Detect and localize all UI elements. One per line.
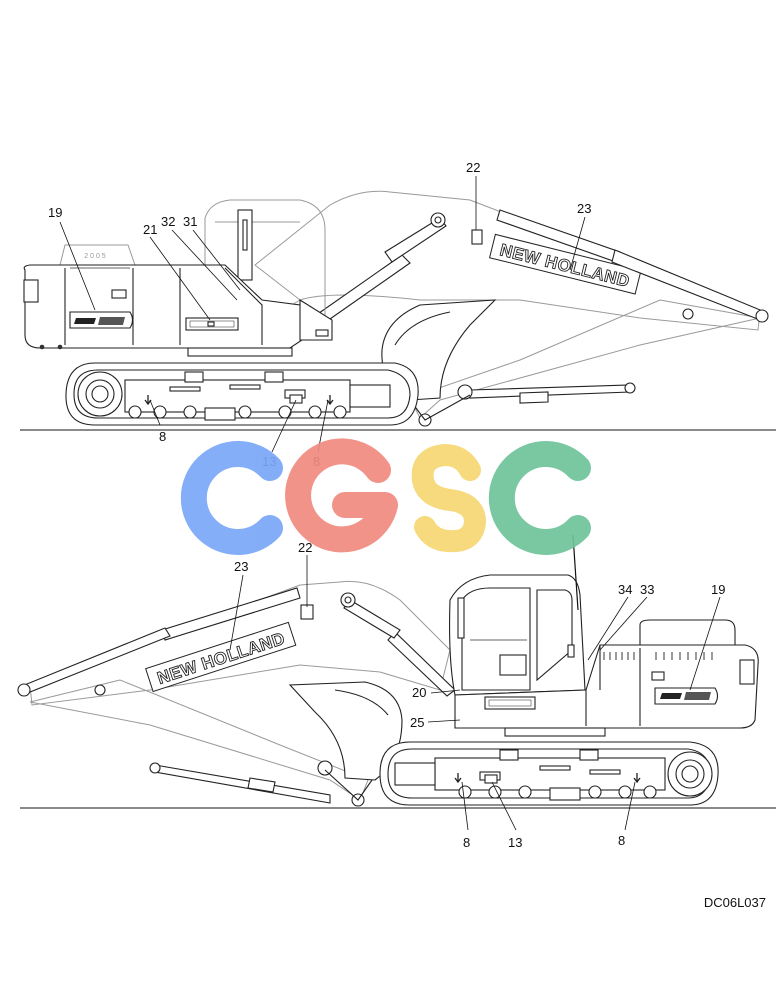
upper-arm	[409, 299, 761, 419]
upper-model-badge	[69, 311, 134, 329]
lower-callout-33: 33	[640, 582, 654, 597]
upper-callout-19: 19	[48, 205, 62, 220]
lower-callout-22: 22	[298, 540, 312, 555]
upper-callout-31: 31	[183, 214, 197, 229]
upper-callout-23: 23	[577, 201, 591, 216]
watermark-letter-c2	[488, 441, 591, 555]
lower-callout-13: 13	[508, 835, 522, 850]
lower-callout-23: 23	[234, 559, 248, 574]
upper-callout-8a: 8	[159, 429, 166, 444]
lower-model-badge	[654, 687, 719, 705]
lower-cab	[449, 574, 586, 696]
lower-callout-8b: 8	[618, 833, 625, 848]
watermark-letter-c1	[180, 441, 283, 555]
lower-vents	[603, 652, 713, 660]
watermark-letter-s	[411, 443, 487, 553]
lower-boom-cylinder	[387, 631, 456, 697]
lower-leader-lines	[229, 555, 721, 831]
upper-boom	[254, 190, 761, 331]
upper-callout-22: 22	[466, 160, 480, 175]
upper-cab	[204, 199, 326, 336]
lower-callout-8a: 8	[463, 835, 470, 850]
drawing-code: DC06L037	[703, 895, 766, 910]
lower-boom	[29, 580, 451, 706]
upper-track-rollers	[128, 405, 347, 421]
lower-arm	[29, 679, 369, 801]
upper-callout-32: 32	[161, 214, 175, 229]
upper-excavator-view: NEW HOLLAND	[20, 160, 776, 469]
upper-house	[23, 264, 303, 349]
lower-boom-decal-text: NEW HOLLAND	[155, 629, 287, 688]
watermark-letter-g	[285, 438, 398, 553]
upper-callout-21: 21	[143, 222, 157, 237]
lower-callout-19: 19	[711, 582, 725, 597]
lower-callout-20: 20	[412, 685, 426, 700]
upper-boom-cylinder	[311, 254, 411, 327]
lower-excavator-view: NEW HOLLAND	[17, 534, 776, 850]
lower-track-rollers	[458, 785, 657, 801]
lower-callout-25: 25	[410, 715, 424, 730]
lower-callout-34: 34	[618, 582, 632, 597]
cgsc-watermark	[180, 438, 591, 555]
svg-text:2 0 0 5: 2 0 0 5	[84, 253, 106, 260]
